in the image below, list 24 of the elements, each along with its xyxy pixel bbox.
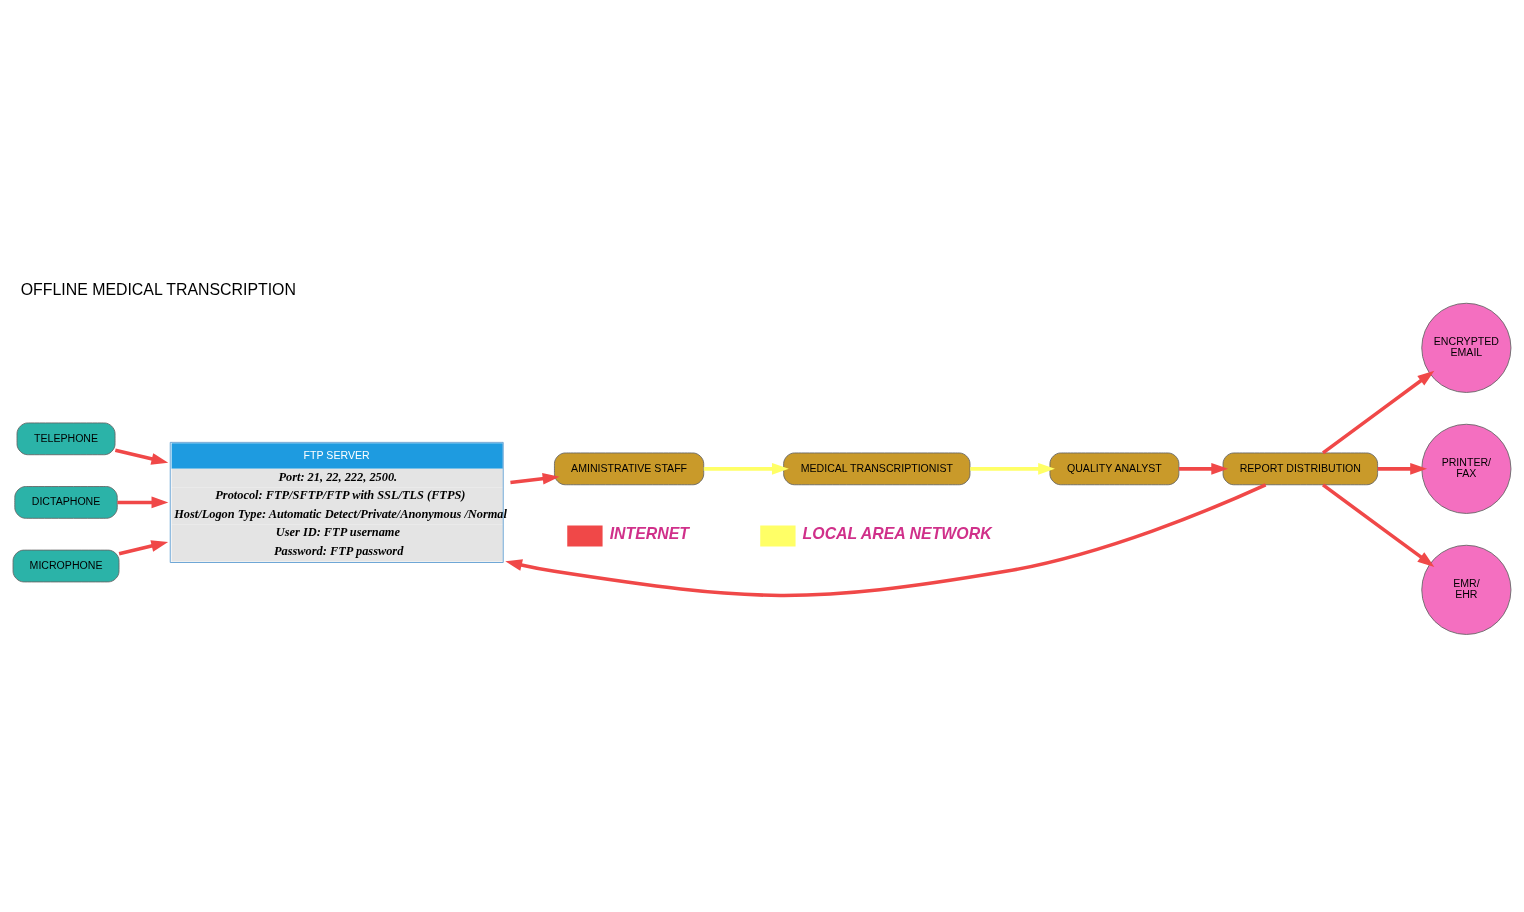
- arrow: [1377, 462, 1428, 475]
- node-circle: ENCRYPTED EMAIL: [1421, 302, 1512, 393]
- legend-label: LOCAL AREA NETWORK: [802, 524, 992, 542]
- arrow: [1321, 483, 1435, 567]
- node-box: REPORT DISTRIBUTION: [1222, 452, 1379, 485]
- arrow: [114, 448, 169, 465]
- node-box: MEDICAL TRANSCRIPTIONIST: [783, 452, 971, 485]
- arrow: [510, 472, 560, 485]
- node-box: TELEPHONE: [16, 422, 116, 455]
- node-box: MICROPHONE: [12, 549, 120, 582]
- arrow: [505, 482, 1267, 597]
- arrow: [118, 539, 169, 555]
- arrow: [970, 462, 1055, 475]
- diagram-title: OFFLINE MEDICAL TRANSCRIPTION: [20, 280, 296, 298]
- node-circle: EMR/ EHR: [1421, 544, 1512, 635]
- arrow: [1321, 370, 1435, 454]
- node-circle: PRINTER/ FAX: [1421, 423, 1512, 514]
- node-box: QUALITY ANALYST: [1049, 452, 1180, 485]
- arrow: [703, 462, 789, 475]
- arrow: [117, 496, 169, 508]
- node-box: DICTAPHONE: [14, 485, 118, 519]
- legend-label: INTERNET: [609, 524, 690, 542]
- node-box: AMINISTRATIVE STAFF: [554, 452, 705, 485]
- arrow: [1178, 462, 1229, 475]
